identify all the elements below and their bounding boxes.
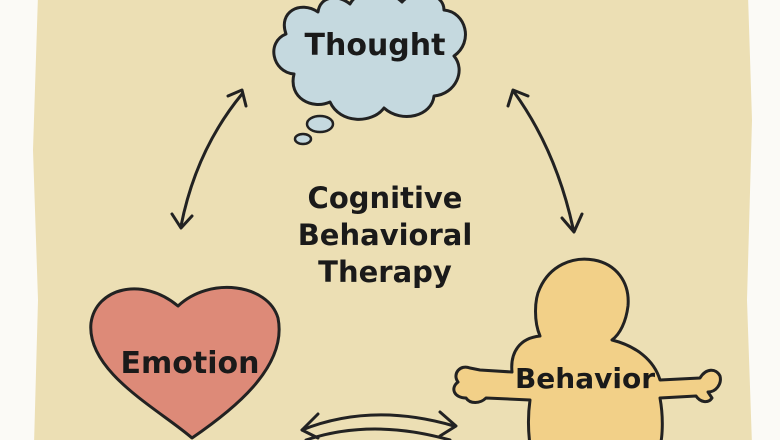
thought-emotion-arrow <box>170 88 248 230</box>
center-title: Cognitive Behavioral Therapy <box>270 180 500 291</box>
thought-label: Thought <box>304 28 446 63</box>
emotion-behavior-arrow <box>300 410 458 440</box>
heart-icon <box>89 285 281 440</box>
person-icon <box>452 257 722 440</box>
behavior-label: Behavior <box>514 362 656 395</box>
thought-cloud-icon <box>272 0 467 146</box>
center-title-line: Therapy <box>318 255 452 289</box>
thought-behavior-arrow <box>506 88 584 234</box>
center-title-line: Cognitive <box>307 181 463 215</box>
center-title-line: Behavioral <box>297 218 473 252</box>
emotion-label: Emotion <box>120 346 260 381</box>
